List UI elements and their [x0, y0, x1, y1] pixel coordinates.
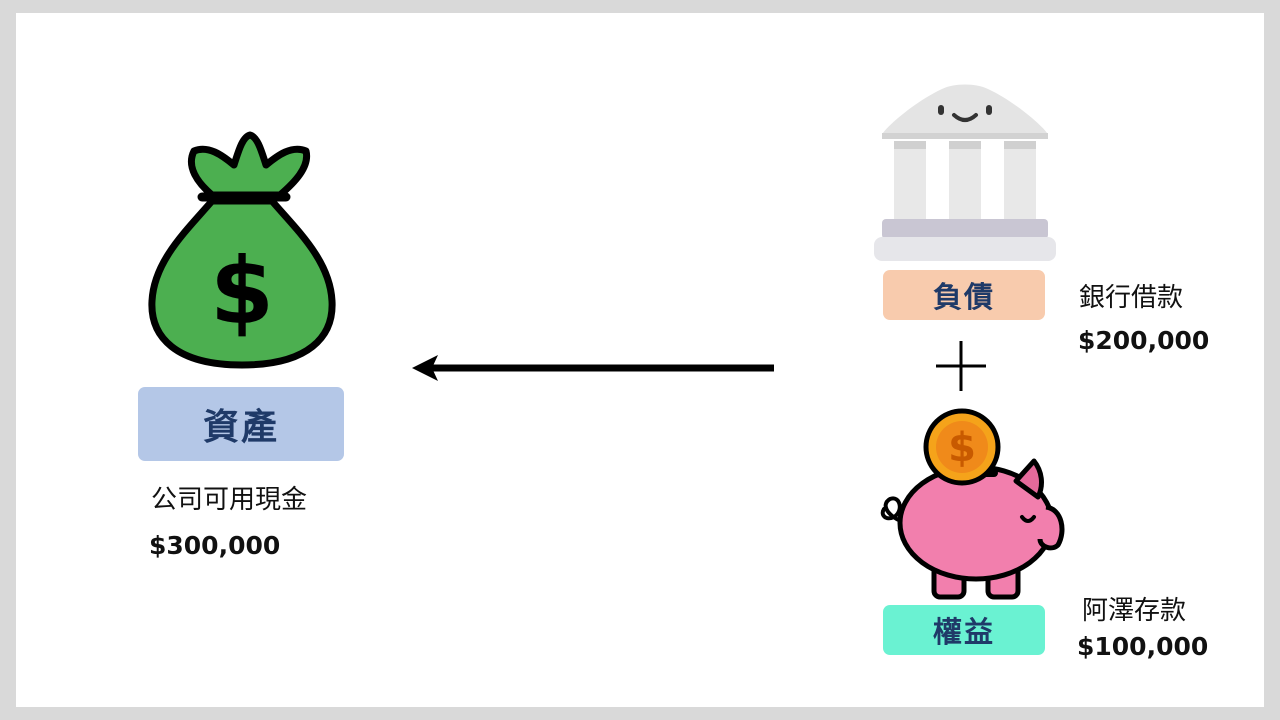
- bank-icon: [874, 84, 1056, 261]
- liabilities-amount: $200,000: [1078, 326, 1210, 355]
- coin-dollar-symbol: $: [948, 425, 976, 471]
- arrow-left-icon: [412, 355, 774, 381]
- liabilities-title: 負債: [932, 280, 995, 314]
- assets-title: 資產: [202, 407, 279, 448]
- piggy-bank-icon: $: [880, 408, 1065, 600]
- slide-canvas: $ 資產 公司可用現金 $300,000 負債 銀行借款 $200,000: [16, 13, 1264, 707]
- equity-title: 權益: [932, 615, 995, 649]
- equity-amount: $100,000: [1077, 632, 1209, 661]
- assets-box: 資產: [138, 387, 344, 461]
- money-bag-icon: $: [148, 131, 336, 369]
- assets-description: 公司可用現金: [151, 485, 308, 515]
- assets-amount: $300,000: [149, 531, 281, 560]
- plus-icon: [936, 341, 986, 391]
- equity-description: 阿澤存款: [1082, 596, 1187, 626]
- equity-box: 權益: [883, 605, 1045, 655]
- liabilities-box: 負債: [883, 270, 1045, 320]
- liabilities-description: 銀行借款: [1079, 283, 1184, 313]
- dollar-symbol: $: [210, 238, 274, 345]
- plus-operator: [932, 337, 990, 395]
